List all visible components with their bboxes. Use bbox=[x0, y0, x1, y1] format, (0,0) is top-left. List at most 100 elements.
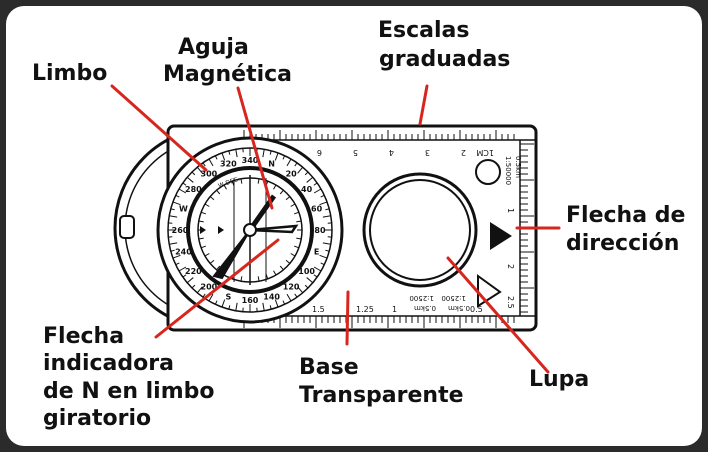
bottom-scale-label: 1.5 bbox=[312, 305, 325, 314]
bezel-tick bbox=[306, 277, 314, 284]
bottom-scale-unit: 0.5km bbox=[414, 304, 436, 312]
bezel-tick bbox=[221, 152, 226, 161]
bezel-tick bbox=[186, 277, 194, 284]
bezel-tick bbox=[186, 176, 194, 183]
right-scale-label: 2 bbox=[506, 264, 515, 269]
bezel-tick bbox=[221, 299, 226, 308]
capsule-tick bbox=[279, 189, 284, 195]
magnetic-needle-north bbox=[249, 224, 299, 234]
magnetic-needle-south bbox=[212, 229, 251, 280]
label-flecha-indicadora-line4: giratorio bbox=[43, 406, 152, 431]
bezel-tick bbox=[235, 302, 238, 311]
capsule-tick bbox=[209, 259, 215, 264]
top-scale-label: 1CM bbox=[476, 148, 494, 157]
pointer-lines bbox=[110, 84, 561, 374]
bottom-scale-label: 1.25 bbox=[356, 305, 374, 314]
bezel-tick bbox=[319, 254, 328, 259]
top-scale-label: 3 bbox=[425, 148, 430, 157]
bezel-tick bbox=[178, 266, 187, 272]
capsule-tick bbox=[198, 237, 204, 240]
bezel-tick bbox=[313, 274, 318, 278]
bezel-tick bbox=[214, 155, 218, 160]
bezel-tick bbox=[172, 201, 181, 206]
label-aguja-line1: Aguja bbox=[178, 35, 249, 60]
bezel-tick bbox=[269, 150, 272, 155]
bezel-tick bbox=[208, 158, 214, 167]
capsule-tick bbox=[240, 178, 243, 184]
magnifier-inner bbox=[369, 179, 471, 281]
bezel-tick bbox=[235, 149, 238, 158]
bezel-number: 60 bbox=[311, 204, 323, 213]
capsule-tick bbox=[290, 203, 296, 207]
capsule-tick bbox=[257, 178, 260, 184]
bezel-tick bbox=[196, 166, 203, 174]
bezel-tick bbox=[286, 293, 292, 302]
bezel-number: E bbox=[314, 248, 319, 257]
bezel-tick bbox=[297, 286, 304, 294]
capsule-tick bbox=[200, 211, 207, 215]
top-scale-label: 6 bbox=[317, 148, 322, 157]
capsule-tick bbox=[204, 253, 210, 257]
lanyard-hole bbox=[119, 215, 135, 239]
bezel-tick bbox=[262, 149, 265, 158]
top-scale-ratio: 1:50000 bbox=[504, 156, 512, 185]
pointer-base bbox=[345, 290, 350, 346]
label-escalas-line2: graduadas bbox=[379, 47, 511, 72]
label-flecha-indicadora-line3: de N en limbo bbox=[43, 379, 215, 404]
label-base-line1: Base bbox=[299, 355, 359, 380]
capsule-tick bbox=[209, 196, 215, 201]
label-lupa: Lupa bbox=[529, 367, 590, 392]
bottom-scale-unit: 0.5km bbox=[448, 304, 470, 312]
label-flecha-indicadora-line1: Flecha bbox=[43, 324, 125, 349]
bezel-tick bbox=[274, 299, 279, 308]
capsule-ticks bbox=[198, 178, 302, 282]
small-circle bbox=[475, 159, 501, 185]
bezel-number: 320 bbox=[220, 159, 237, 168]
bezel-ticks bbox=[168, 148, 332, 312]
pointer-flecha-indicadora bbox=[154, 238, 280, 339]
right-scale-label: 1 bbox=[506, 208, 515, 213]
capsule-tick bbox=[273, 184, 277, 190]
top-scale-label: 2 bbox=[461, 148, 466, 157]
bezel-tick bbox=[294, 162, 298, 167]
needle-pivot bbox=[243, 223, 257, 237]
bezel-tick bbox=[306, 176, 314, 183]
capsule-tick bbox=[198, 220, 204, 223]
bezel-tick bbox=[313, 182, 318, 186]
bottom-scale-ratio: 1:2500 bbox=[441, 294, 466, 302]
bezel-tick bbox=[175, 194, 180, 198]
bezel-number: 40 bbox=[301, 185, 313, 194]
capsule-tick bbox=[200, 245, 207, 249]
bezel-number: 240 bbox=[175, 248, 192, 257]
top-scale-label: 5 bbox=[353, 148, 358, 157]
direction-arrow bbox=[490, 222, 512, 250]
bezel-number: 340 bbox=[242, 156, 259, 165]
bezel-tick bbox=[286, 158, 292, 167]
label-base-line2: Transparente bbox=[299, 383, 464, 408]
bezel-tick bbox=[228, 305, 231, 310]
bezel-tick bbox=[169, 242, 178, 245]
bezel-tick bbox=[202, 293, 206, 298]
bezel-tick bbox=[170, 208, 175, 211]
bezel-tick bbox=[262, 302, 265, 311]
label-flecha-indicadora-line2: indicadora bbox=[43, 351, 174, 376]
bezel-tick bbox=[214, 300, 218, 305]
bezel-number: 220 bbox=[185, 267, 202, 276]
bezel-tick bbox=[282, 155, 286, 160]
bezel-number: 260 bbox=[172, 226, 189, 235]
pointer-escalas bbox=[418, 84, 429, 126]
capsule-tick bbox=[204, 203, 210, 207]
pointer-limbo bbox=[110, 84, 208, 172]
bezel-tick bbox=[191, 171, 196, 176]
bezel-tick bbox=[304, 171, 309, 176]
capsule-tick bbox=[273, 270, 277, 276]
bezel-tick bbox=[208, 293, 214, 302]
capsule-tick bbox=[293, 211, 300, 215]
bottom-scale-label: 1 bbox=[392, 305, 397, 314]
bezel-tick bbox=[175, 262, 180, 266]
bezel-number: 160 bbox=[242, 296, 259, 305]
bezel-tick bbox=[228, 150, 231, 155]
capsule-tick bbox=[279, 265, 284, 271]
capsule-tick bbox=[240, 276, 243, 282]
